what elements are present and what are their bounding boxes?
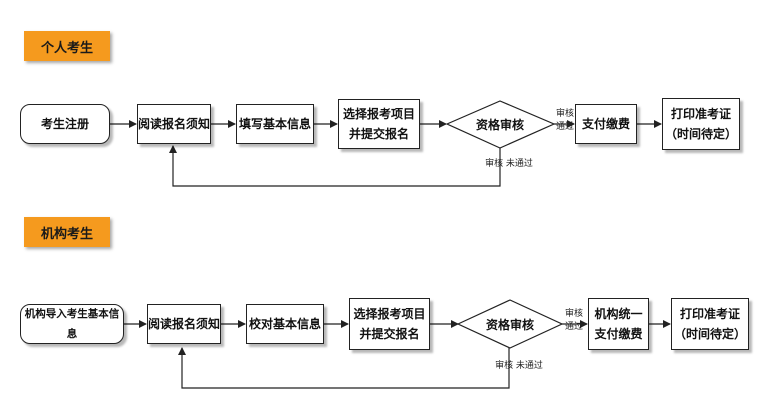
node-label: 选择报考项目 并提交报名 xyxy=(353,307,426,341)
review-diamond-2 xyxy=(456,299,564,349)
node-label: 打印准考证 （时间待定） xyxy=(673,307,746,341)
node-label: 阅读报名须知 xyxy=(148,317,221,331)
node-label: 考生注册 xyxy=(40,117,89,131)
node-print-ticket: 打印准考证 （时间待定） xyxy=(662,98,740,150)
edge-label-approved: 审核 通过 xyxy=(564,309,583,332)
node-read-notice: 阅读报名须知 xyxy=(147,304,221,344)
node-label: 机构统一 支付缴费 xyxy=(594,307,643,341)
node-label: 选择报考项目 并提交报名 xyxy=(342,107,415,141)
edge-label-approved: 审核 通过 xyxy=(555,109,574,132)
node-check-info: 校对基本信息 xyxy=(246,304,324,344)
edge-label-rejected: 审核 未通过 xyxy=(495,361,543,371)
node-label: 机构导入考生基本信息 xyxy=(24,308,120,340)
node-label: 打印准考证 （时间待定） xyxy=(664,107,737,141)
node-pay: 机构统一 支付缴费 xyxy=(588,298,649,350)
edge-label-rejected: 审核 未通过 xyxy=(485,159,533,169)
node-read-notice: 阅读报名须知 xyxy=(137,104,211,144)
node-select-submit: 选择报考项目 并提交报名 xyxy=(349,298,430,350)
node-label: 支付缴费 xyxy=(581,117,630,131)
node-import-info: 机构导入考生基本信息 xyxy=(20,304,124,344)
node-fill-info: 填写基本信息 xyxy=(236,104,314,144)
node-label: 校对基本信息 xyxy=(248,317,321,331)
review-diamond-1 xyxy=(445,100,556,149)
node-label: 填写基本信息 xyxy=(238,117,311,131)
section-title-individual: 个人考生 xyxy=(24,31,110,61)
node-pay: 支付缴费 xyxy=(575,104,637,144)
section-title-institution: 机构考生 xyxy=(24,217,110,247)
node-label: 阅读报名须知 xyxy=(138,117,211,131)
node-print-ticket: 打印准考证 （时间待定） xyxy=(671,298,749,350)
node-register: 考生注册 xyxy=(20,104,110,144)
node-select-submit: 选择报考项目 并提交报名 xyxy=(338,99,420,149)
decision-review: 资格审核 xyxy=(475,117,524,132)
decision-review: 资格审核 xyxy=(485,317,534,332)
